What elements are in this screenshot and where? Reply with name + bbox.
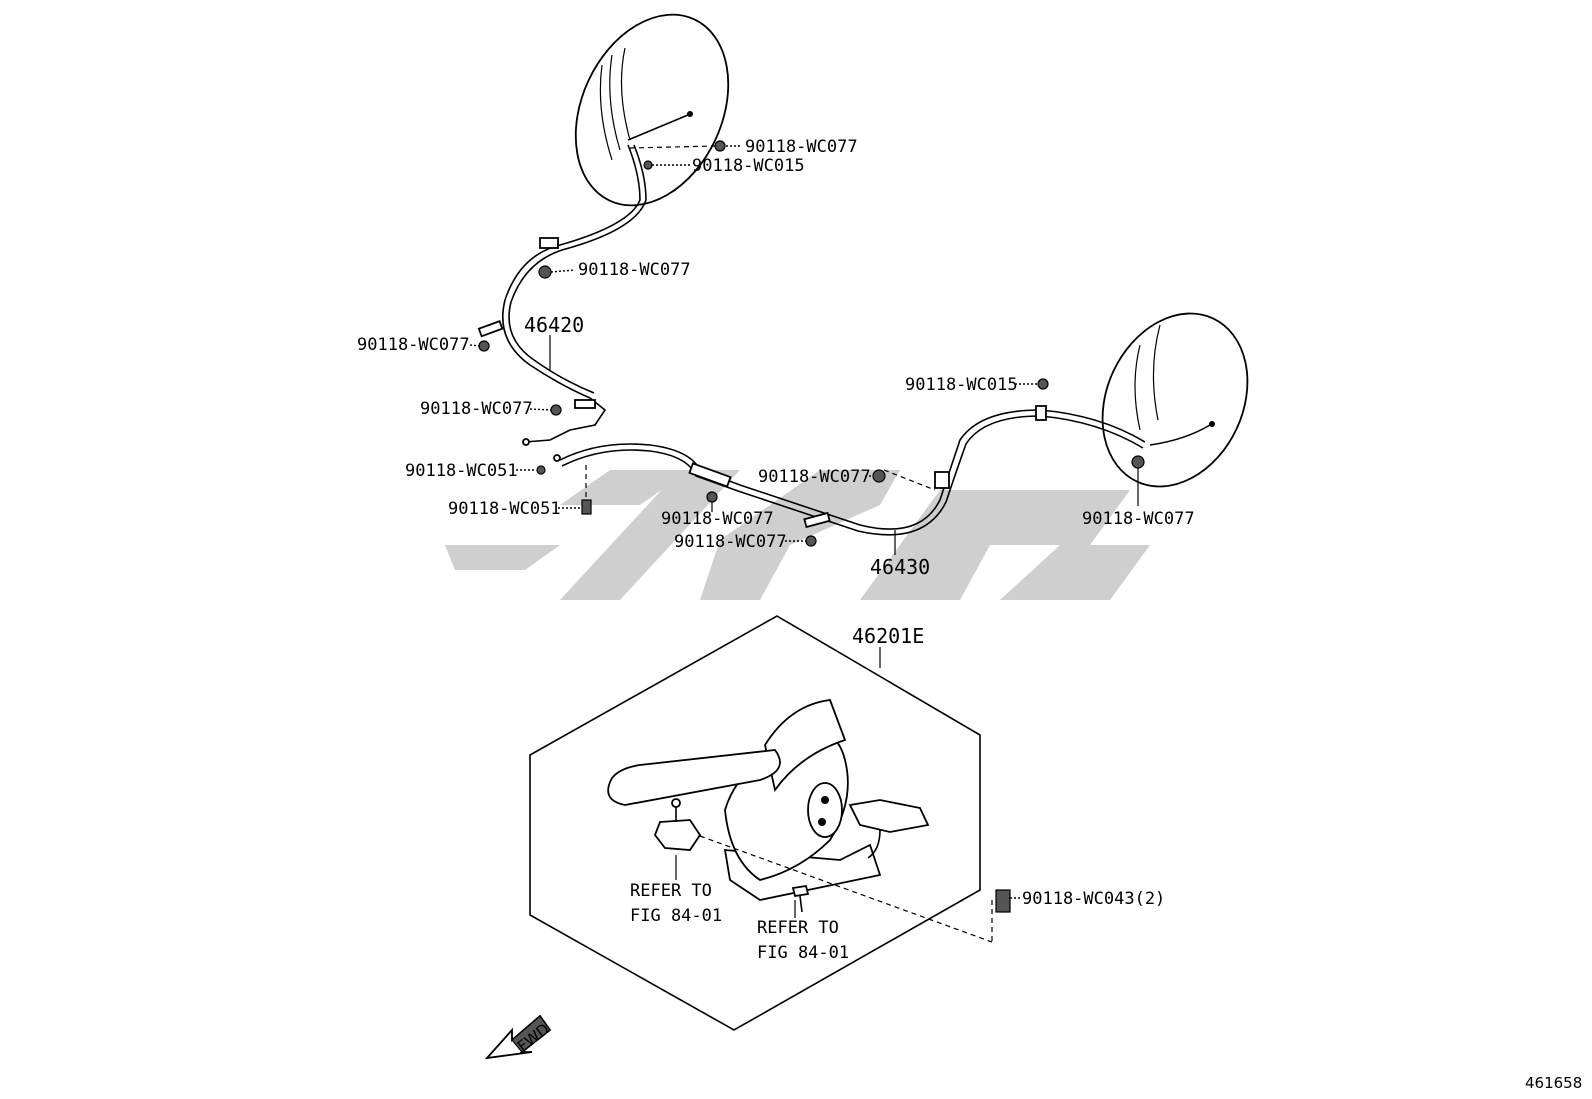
left-brake-drum [574,13,730,207]
cable-46420 [477,144,647,443]
figure-number: 461658 [1525,1074,1582,1092]
refer-2-line1: REFER TO [757,918,839,938]
callout-c3: 90118-WC077 [578,260,691,280]
refer-1-line1: REFER TO [630,881,712,901]
callout-c6: 90118-WC051 [405,461,518,481]
part-46420: 46420 [524,313,584,337]
callout-c4: 90118-WC077 [357,335,470,355]
fwd-arrow-icon: FWD [484,1014,553,1060]
lever-assembly-46201E [529,615,993,1031]
cable-46430 [522,405,1146,536]
callout-c1: 90118-WC077 [745,137,858,157]
callout-c9: 90118-WC077 [758,467,871,487]
callout-c11: 90118-WC077 [674,532,787,552]
callout-c12: 90118-WC077 [1082,509,1195,529]
right-brake-drum [1101,312,1249,488]
refer-1-line2: FIG 84-01 [630,906,722,926]
part-46201E: 46201E [852,624,924,648]
callout-c7: 90118-WC051 [448,499,561,519]
part-46430: 46430 [870,555,930,579]
refer-2-line2: FIG 84-01 [757,943,849,963]
callout-c13: 90118-WC043(2) [1022,889,1165,909]
hardware [478,140,1145,913]
callout-c2: 90118-WC015 [692,156,805,176]
leader-lines [469,145,1139,899]
callout-c10: 90118-WC077 [661,509,774,529]
callout-c5: 90118-WC077 [420,399,533,419]
watermark-logo [445,470,1150,600]
callout-c8: 90118-WC015 [905,375,1018,395]
